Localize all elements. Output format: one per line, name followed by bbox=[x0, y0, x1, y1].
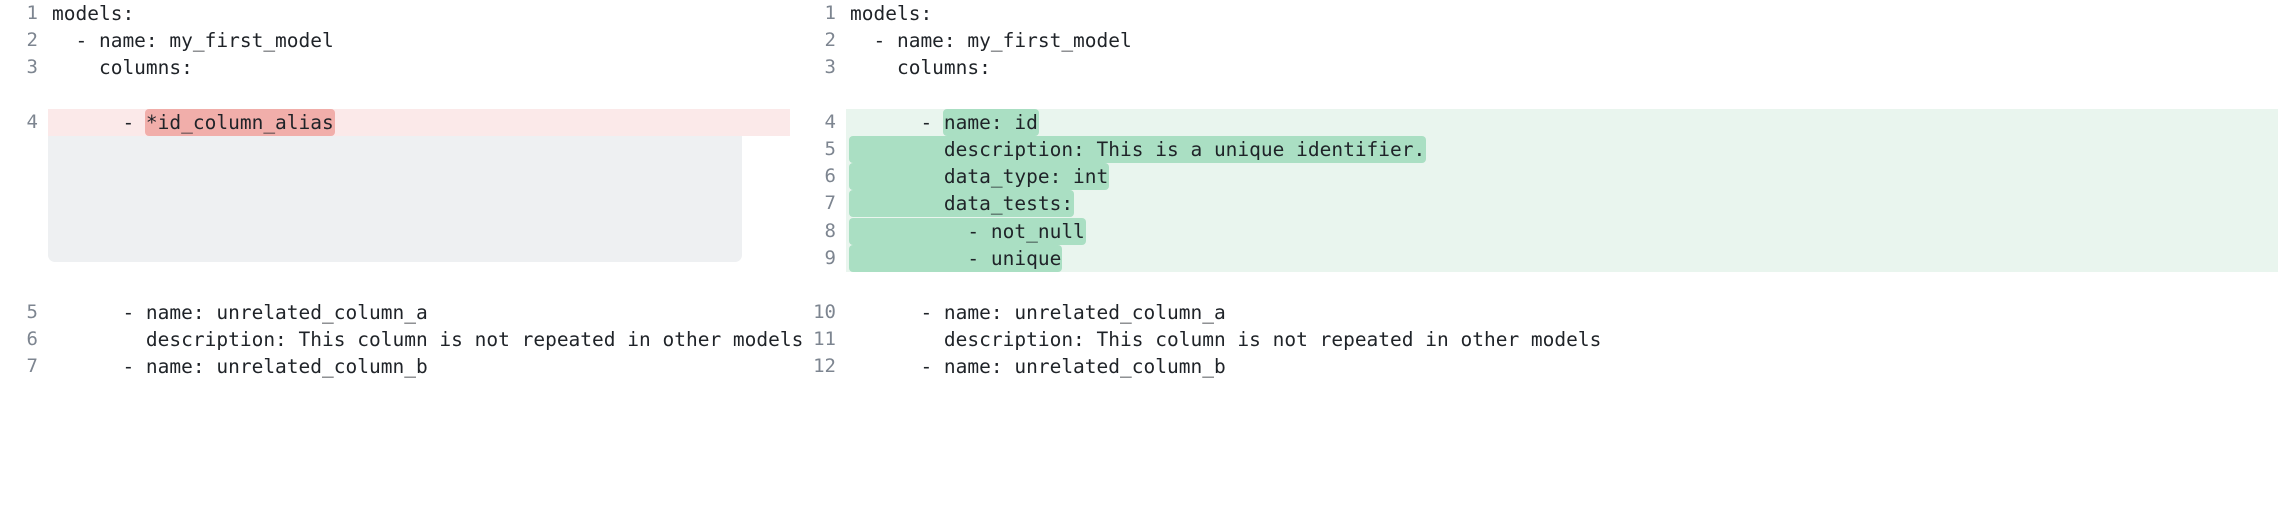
code-line-added[interactable]: 4 - name: id bbox=[790, 108, 2278, 136]
added-token: name: id bbox=[942, 108, 1039, 136]
line-text: - name: unrelated_column_a bbox=[52, 301, 428, 325]
added-token: description: This is a unique identifier… bbox=[849, 135, 1427, 163]
line-content: - name: unrelated_column_a bbox=[38, 299, 790, 326]
row-background-added bbox=[846, 244, 2278, 272]
line-text: columns: bbox=[52, 56, 193, 80]
code-line-added[interactable]: 6 data_type: int bbox=[790, 163, 2278, 191]
line-number: 10 bbox=[813, 301, 836, 324]
line-text: columns: bbox=[850, 56, 991, 80]
code-line[interactable]: 1 models: bbox=[0, 0, 790, 27]
line-content: - name: unrelated_column_a bbox=[836, 299, 2278, 326]
line-number: 4 bbox=[26, 110, 38, 133]
line-content: description: This column is not repeated… bbox=[836, 326, 2278, 353]
removed-token: *id_column_alias bbox=[144, 108, 335, 136]
code-line-added[interactable]: 7 data_tests: bbox=[790, 190, 2278, 218]
line-indent: - bbox=[52, 110, 146, 134]
line-content: data_type: int bbox=[836, 163, 2278, 191]
code-line-removed[interactable]: 4 - *id_column_alias bbox=[0, 108, 790, 136]
code-line[interactable]: 11 description: This column is not repea… bbox=[790, 326, 2278, 353]
code-line[interactable]: 3 columns: bbox=[0, 54, 790, 81]
line-indent: - bbox=[850, 110, 944, 134]
line-content: - *id_column_alias bbox=[38, 108, 790, 136]
line-text: - name: unrelated_column_a bbox=[850, 301, 1226, 325]
code-line[interactable]: 10 - name: unrelated_column_a bbox=[790, 299, 2278, 326]
code-line-added[interactable]: 5 description: This is a unique identifi… bbox=[790, 135, 2278, 164]
line-text: - name: my_first_model bbox=[850, 29, 1132, 53]
line-number: 1 bbox=[26, 2, 38, 24]
line-text: - name: unrelated_column_b bbox=[850, 355, 1226, 379]
line-number: 8 bbox=[824, 219, 836, 242]
line-number: 1 bbox=[824, 2, 836, 24]
diff-panel-before: 1 models: 2 - name: my_first_model 3 col… bbox=[0, 0, 804, 528]
line-number: 7 bbox=[824, 192, 836, 215]
line-content: models: bbox=[38, 0, 790, 27]
line-number: 11 bbox=[813, 328, 836, 351]
diff-panel-after: 1 models: 2 - name: my_first_model 3 col… bbox=[790, 0, 2278, 528]
line-number: 5 bbox=[824, 137, 836, 160]
line-content: - name: id bbox=[836, 108, 2278, 136]
line-number: 5 bbox=[26, 301, 38, 324]
added-token: data_tests: bbox=[849, 190, 1075, 218]
code-line[interactable]: 12 - name: unrelated_column_b bbox=[790, 353, 2278, 380]
code-line[interactable]: 2 - name: my_first_model bbox=[790, 27, 2278, 54]
line-text: - name: my_first_model bbox=[52, 29, 334, 53]
code-line[interactable]: 1 models: bbox=[790, 0, 2278, 27]
code-lines-after: 1 models: 2 - name: my_first_model 3 col… bbox=[790, 0, 2278, 381]
line-number: 6 bbox=[824, 165, 836, 188]
line-content: data_tests: bbox=[836, 190, 2278, 218]
line-number: 2 bbox=[824, 29, 836, 52]
line-content: - unique bbox=[836, 244, 2278, 272]
code-line-added[interactable]: 8 - not_null bbox=[790, 217, 2278, 245]
line-text: models: bbox=[52, 2, 135, 25]
code-line[interactable]: 3 columns: bbox=[790, 54, 2278, 81]
added-token: data_type: int bbox=[849, 163, 1110, 191]
code-line[interactable]: 2 - name: my_first_model bbox=[0, 27, 790, 54]
line-gap bbox=[790, 82, 2278, 109]
line-content: columns: bbox=[836, 54, 2278, 81]
line-content: - not_null bbox=[836, 217, 2278, 245]
added-token: - not_null bbox=[849, 217, 1086, 245]
added-token: - unique bbox=[849, 244, 1063, 272]
line-number: 3 bbox=[824, 56, 836, 79]
row-background-added bbox=[846, 108, 2278, 136]
line-content: description: This is a unique identifier… bbox=[836, 135, 2278, 163]
code-line-added[interactable]: 9 - unique bbox=[790, 244, 2278, 272]
line-content: description: This column is not repeated… bbox=[38, 326, 803, 353]
line-number: 12 bbox=[813, 355, 836, 378]
line-content: - name: unrelated_column_b bbox=[38, 353, 790, 380]
line-gap bbox=[0, 272, 790, 299]
line-gap bbox=[790, 272, 2278, 299]
line-content: - name: unrelated_column_b bbox=[836, 353, 2278, 380]
code-line[interactable]: 7 - name: unrelated_column_b bbox=[0, 353, 790, 380]
diff-filler-block bbox=[48, 136, 742, 262]
code-lines-before: 1 models: 2 - name: my_first_model 3 col… bbox=[0, 0, 804, 381]
line-number: 4 bbox=[824, 110, 836, 133]
line-number: 6 bbox=[26, 328, 38, 351]
line-number: 7 bbox=[26, 355, 38, 378]
line-content: models: bbox=[836, 0, 2278, 27]
line-content: - name: my_first_model bbox=[836, 27, 2278, 54]
code-line[interactable]: 6 description: This column is not repeat… bbox=[0, 326, 804, 353]
row-background-added bbox=[846, 190, 2278, 218]
line-gap bbox=[0, 82, 790, 109]
line-content: columns: bbox=[38, 54, 790, 81]
line-text: models: bbox=[850, 2, 933, 25]
code-line[interactable]: 5 - name: unrelated_column_a bbox=[0, 299, 790, 326]
line-text: - name: unrelated_column_b bbox=[52, 355, 428, 379]
line-text: description: This column is not repeated… bbox=[850, 328, 1602, 352]
line-number: 2 bbox=[26, 29, 38, 52]
line-content: - name: my_first_model bbox=[38, 27, 790, 54]
line-number: 9 bbox=[824, 246, 836, 269]
line-text: description: This column is not repeated… bbox=[52, 328, 804, 352]
line-number: 3 bbox=[26, 56, 38, 79]
